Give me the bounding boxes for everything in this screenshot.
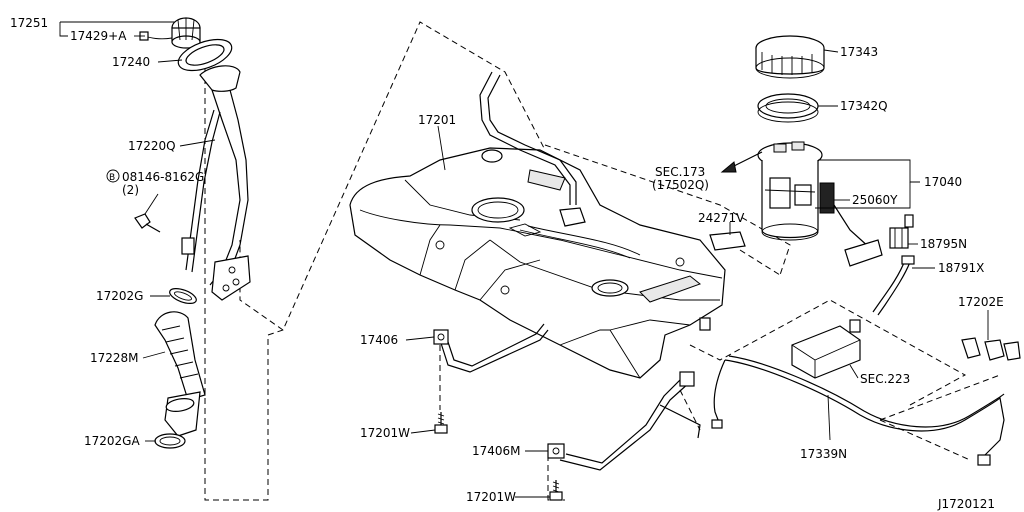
filler-cap — [139, 17, 201, 49]
filler-tube — [181, 65, 251, 301]
label-bolt-circle: B — [109, 173, 115, 183]
label-17240: 17240 — [112, 55, 150, 69]
clip-17202e — [961, 337, 1021, 361]
label-sec173: SEC.173 — [655, 165, 705, 179]
vent-clip — [709, 231, 746, 251]
evap-canister — [791, 319, 861, 379]
hose-clamp-upper — [169, 288, 197, 304]
tank-strap-front — [433, 323, 549, 373]
label-18791x: 18791X — [938, 261, 984, 275]
pump-gasket — [757, 93, 819, 123]
filler-hose — [154, 311, 206, 437]
sensor-connector — [889, 214, 914, 249]
label-bolt-qty: (2) — [122, 183, 139, 197]
bolt-circle-icon — [106, 169, 120, 183]
label-17406m: 17406M — [472, 444, 521, 458]
label-17201: 17201 — [418, 113, 456, 127]
label-17343: 17343 — [840, 45, 878, 59]
label-17339n: 17339N — [800, 447, 847, 461]
strap-bolt-lower — [549, 480, 563, 501]
leader-lines — [59, 21, 989, 498]
label-17202g: 17202G — [96, 289, 143, 303]
label-sec173-sub: (17502Q) — [652, 178, 709, 192]
fuel-tank — [349, 147, 726, 379]
vent-tube — [479, 71, 641, 259]
filler-bolt — [134, 213, 161, 233]
label-25060y: 25060Y — [852, 193, 898, 207]
label-17201w-a: 17201W — [360, 426, 410, 440]
tank-strap-rear — [547, 371, 701, 471]
sec173-arrow — [720, 151, 763, 173]
hose-clamp-lower — [154, 433, 186, 449]
fuel-level-sensor — [819, 182, 883, 267]
sensor-harness — [872, 255, 915, 316]
label-17202ga: 17202GA — [84, 434, 140, 448]
part-labels: 17251 17429+A 17240 17220Q B 08146-8162G… — [10, 16, 1004, 511]
label-17040: 17040 — [924, 175, 962, 189]
label-17201w-b: 17201W — [466, 490, 516, 504]
label-bolt-part: 08146-8162G — [122, 170, 204, 184]
label-24271v: 24271V — [698, 211, 745, 225]
label-17202e: 17202E — [958, 295, 1004, 309]
main-harness — [711, 355, 1005, 466]
label-17406-a: 17406 — [360, 333, 398, 347]
label-17220q: 17220Q — [128, 139, 176, 153]
strap-bolt-upper — [434, 412, 448, 434]
label-sec223: SEC.223 — [860, 372, 910, 386]
label-diagram-id: J1720121 — [937, 497, 995, 511]
filler-gasket-ring — [177, 38, 233, 72]
label-17342q: 17342Q — [840, 99, 888, 113]
fuel-pump-module — [757, 141, 823, 241]
label-18795n: 18795N — [920, 237, 967, 251]
label-17251: 17251 — [10, 16, 48, 30]
label-17228m: 17228M — [90, 351, 139, 365]
lock-ring — [755, 35, 825, 79]
label-17429a: 17429+A — [70, 29, 127, 43]
